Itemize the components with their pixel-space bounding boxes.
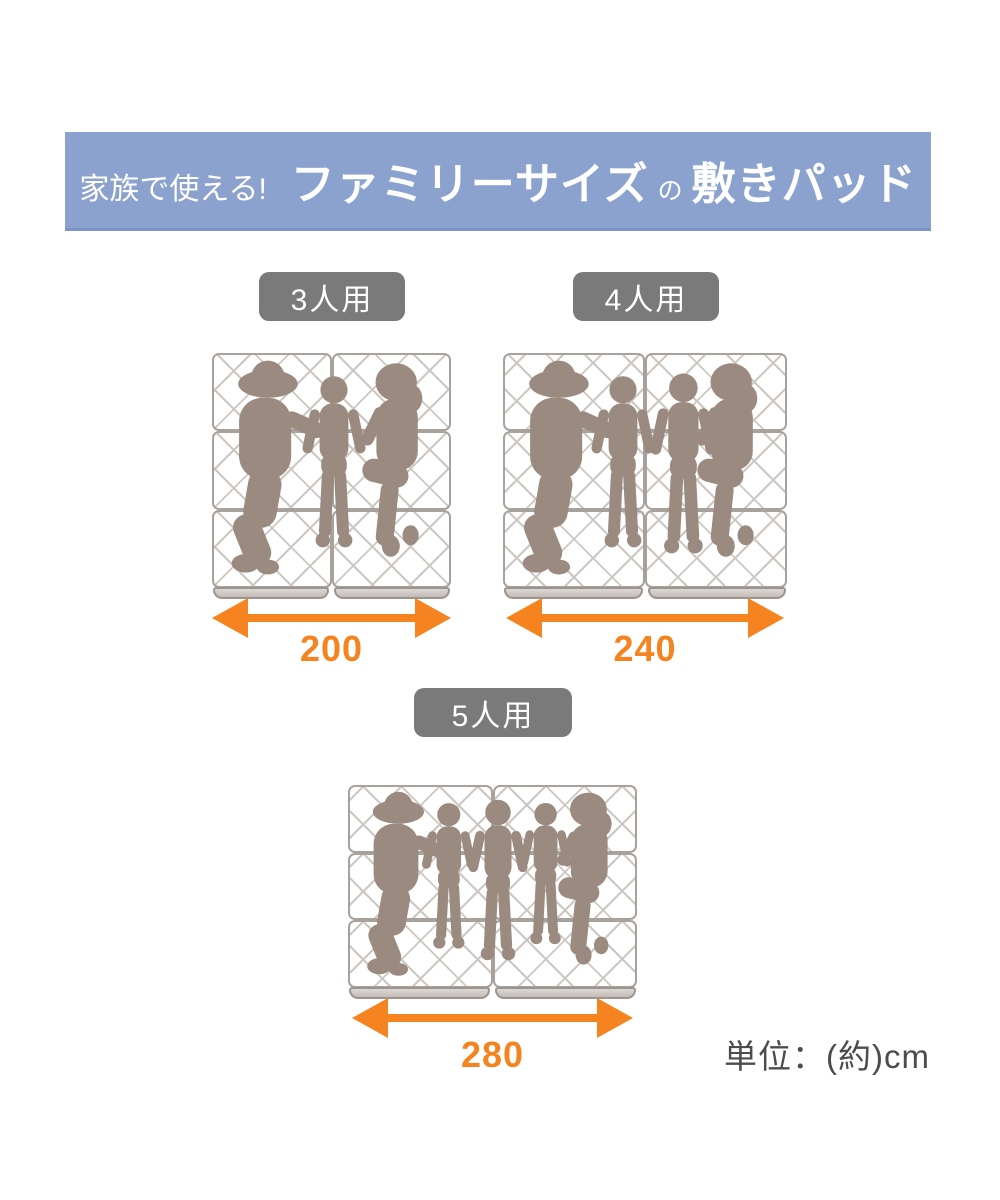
quilt-panel [348,852,493,921]
banner-particle: の [657,177,683,205]
arrow-shaft [378,1014,607,1022]
banner-text: 家族で使える! ファミリーサイズ の 敷きパッド [79,148,916,212]
quilt-panel [331,353,451,432]
quilt-panel [492,852,637,921]
quilt-panel [503,509,645,588]
quilt-panel [212,353,332,432]
mattress-pad-4person [503,353,787,600]
banner-prefix: 家族で使える! [79,173,267,206]
quilt-panel [503,431,645,510]
quilt-panel [331,509,451,588]
arrow-right-head [597,998,633,1038]
pad-bottom-edge [348,987,637,999]
quilt-panel [212,509,332,588]
quilt-panel [645,353,787,432]
width-arrow-icon [212,598,451,638]
quilt-surface [503,353,787,588]
width-value-4person: 240 [613,628,677,669]
size-tag-3person: 3人用 [259,272,405,321]
pad-bottom-edge [212,587,451,599]
mattress-pad-3person [212,353,451,600]
quilt-panel [492,785,637,853]
arrow-shaft [238,614,425,622]
quilt-panel [503,353,645,432]
width-value-5person: 280 [460,1034,525,1075]
width-value-3person: 200 [299,628,364,669]
pad-edge-strip [213,587,329,599]
quilt-panel [331,431,451,510]
pad-edge-strip [647,587,786,599]
pad-bottom-edge [503,587,787,599]
pad-edge-strip [495,987,636,999]
mattress-pad-5person [348,785,637,1000]
pad-edge-strip [334,587,450,599]
quilt-panel [645,431,787,510]
size-tag-4person: 4人用 [573,272,719,321]
quilt-panel [212,431,332,510]
pad-edge-strip [504,587,643,599]
banner-title-sub: 敷きパッド [691,160,917,209]
width-arrow-icon [352,998,633,1038]
header-banner: 家族で使える! ファミリーサイズ の 敷きパッド [65,132,931,231]
arrow-right-head [748,598,784,638]
arrow-shaft [532,614,758,622]
size-tag-5person: 5人用 [414,688,572,737]
banner-title-main: ファミリーサイズ [290,160,649,209]
quilt-surface [212,353,451,588]
pad-edge-strip [349,987,490,999]
unit-note: 単位：(約)cm [724,1038,930,1075]
quilt-panel [645,509,787,588]
quilt-panel [348,785,493,853]
width-arrow-icon [506,598,784,638]
arrow-right-head [415,598,451,638]
quilt-panel [492,920,637,988]
quilt-surface [348,785,637,988]
quilt-panel [348,920,493,988]
